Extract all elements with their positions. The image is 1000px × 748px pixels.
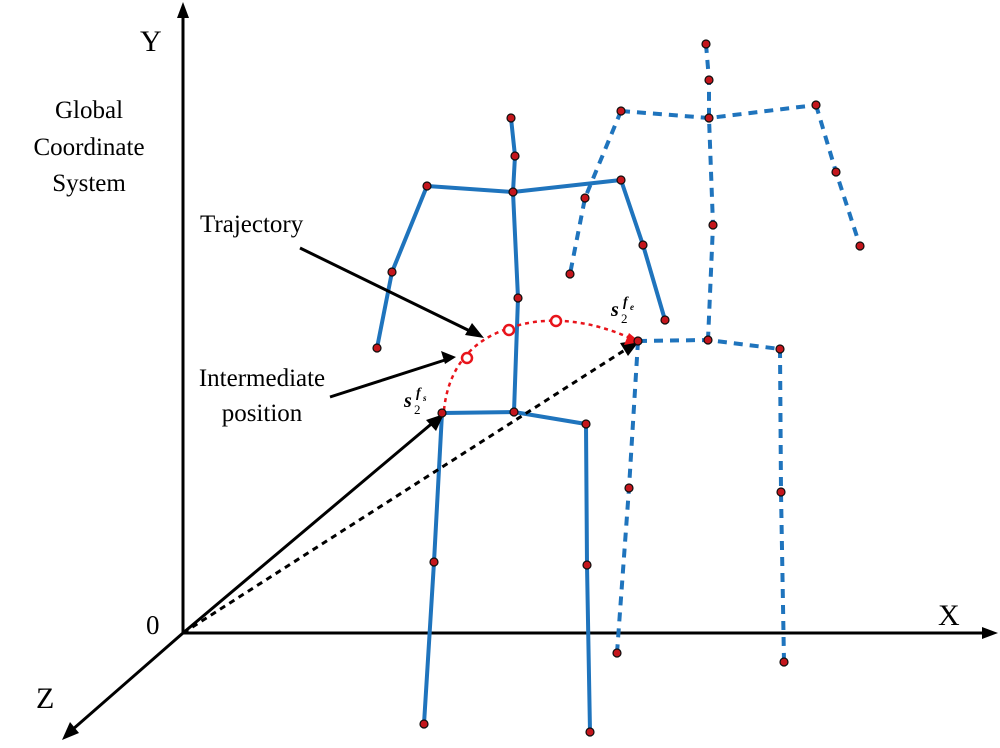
joint xyxy=(638,240,648,250)
intermediate-position-label-line2: position xyxy=(222,400,303,427)
x-axis-arrowhead xyxy=(982,627,998,639)
joint xyxy=(429,557,439,567)
skeleton-end-left-arm xyxy=(568,110,623,275)
joint xyxy=(811,100,821,110)
joint xyxy=(585,727,595,737)
intermediate-point xyxy=(549,314,563,328)
joint xyxy=(855,241,865,251)
skeleton-start-left-leg xyxy=(422,411,444,726)
joint xyxy=(775,344,785,354)
joint xyxy=(581,419,591,429)
intermediate-point xyxy=(460,351,474,365)
end-symbol-subscript: 2 xyxy=(621,311,628,326)
skeleton-start-left-arm xyxy=(375,184,429,350)
z-axis-arrowhead xyxy=(62,722,79,740)
origin-label: 0 xyxy=(146,610,160,640)
joint xyxy=(387,267,397,277)
global-system-label-line1: Global xyxy=(55,97,123,124)
x-axis-label: X xyxy=(938,599,960,632)
joint xyxy=(422,181,432,191)
skeleton-start-spine xyxy=(509,116,520,414)
joint xyxy=(776,487,786,497)
skeleton-end-joints xyxy=(565,39,865,667)
end-symbol-superscript: f xyxy=(623,295,629,310)
end-symbol-superscript-sub: e xyxy=(630,302,634,312)
joint xyxy=(779,657,789,667)
skeleton-start-right-leg xyxy=(584,422,592,734)
end-position-symbol: s 2 f e xyxy=(610,295,634,326)
z-axis xyxy=(71,631,184,732)
joint xyxy=(580,193,590,203)
joint xyxy=(633,336,643,346)
trajectory-pointer-arrowhead xyxy=(465,323,484,338)
skeleton-end-left-leg xyxy=(615,340,640,654)
trajectory-pointer-arrow xyxy=(299,246,475,335)
skeleton-end-spine xyxy=(704,43,716,341)
global-system-label-line3: System xyxy=(52,170,126,197)
joint xyxy=(616,175,626,185)
joint xyxy=(508,187,518,197)
start-symbol-var: s xyxy=(403,390,412,412)
joint xyxy=(660,315,670,325)
joint xyxy=(510,151,520,161)
joint xyxy=(419,719,429,729)
intermediate-pointer-arrowhead xyxy=(441,351,456,364)
joint xyxy=(704,75,714,85)
intermediate-pointer-arrow xyxy=(329,358,446,399)
joint xyxy=(509,407,519,417)
joint xyxy=(831,167,841,177)
joint xyxy=(565,269,575,279)
joint xyxy=(612,648,622,658)
start-symbol-superscript: f xyxy=(416,386,422,401)
start-position-vector xyxy=(182,418,437,635)
skeleton-start-pose xyxy=(375,116,667,734)
joint xyxy=(703,335,713,345)
joint xyxy=(372,343,382,353)
start-position-symbol: s 2 f s xyxy=(403,386,427,417)
skeleton-end-shoulders xyxy=(620,103,817,121)
start-vector-arrowhead xyxy=(426,414,444,431)
end-position-vector xyxy=(182,346,629,635)
intermediate-position-label-line1: Intermediate xyxy=(199,365,325,392)
z-axis-label: Z xyxy=(36,682,54,715)
intermediate-point xyxy=(502,323,516,337)
joint xyxy=(704,113,714,123)
y-axis-arrowhead xyxy=(177,2,189,18)
global-system-label-line2: Coordinate xyxy=(33,134,144,161)
joint xyxy=(437,408,447,418)
skeleton-end-right-leg xyxy=(778,348,786,663)
joint xyxy=(506,113,516,123)
start-symbol-subscript: 2 xyxy=(414,402,421,417)
joint xyxy=(701,39,711,49)
joint xyxy=(513,293,523,303)
skeleton-start-joints xyxy=(372,113,670,737)
start-symbol-superscript-sub: s xyxy=(422,393,427,403)
coordinate-axes xyxy=(62,2,998,740)
joint xyxy=(616,106,626,116)
trajectory-label: Trajectory xyxy=(200,211,304,238)
y-axis-label: Y xyxy=(140,25,162,58)
trajectory-curve xyxy=(442,314,640,411)
joint xyxy=(708,220,718,230)
joint xyxy=(582,560,592,570)
skeleton-end-pose xyxy=(568,43,862,663)
joint xyxy=(624,483,634,493)
annotation-arrows xyxy=(299,246,484,399)
end-symbol-var: s xyxy=(610,299,619,321)
